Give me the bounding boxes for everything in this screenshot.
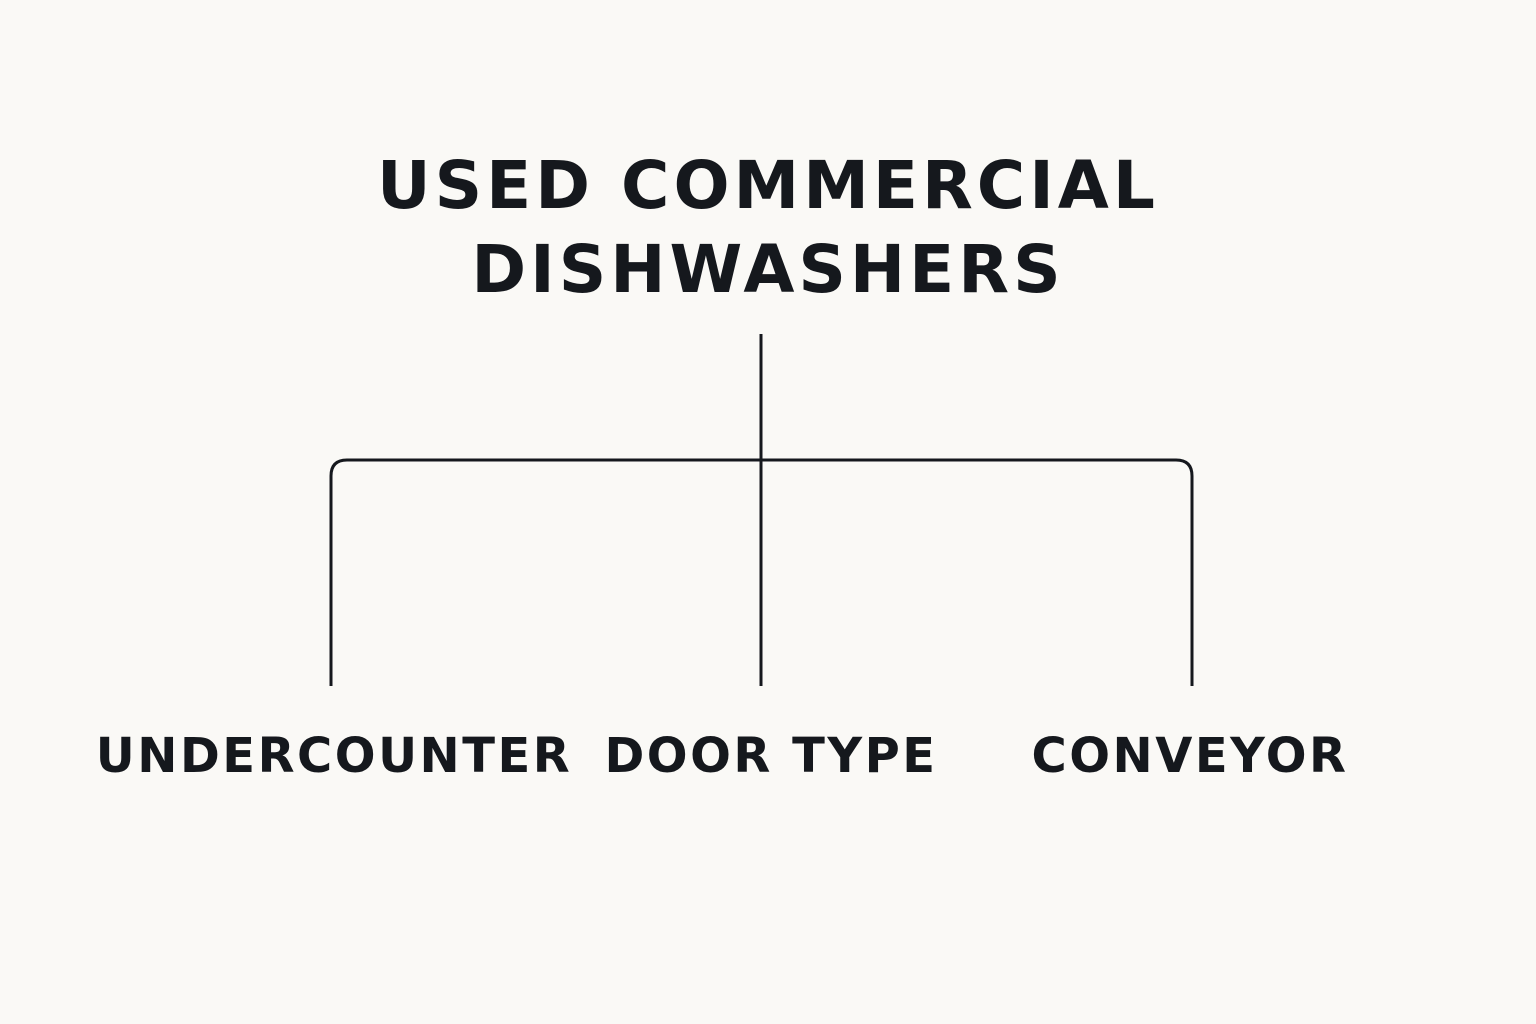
- child-node-undercounter: UNDERCOUNTER: [95, 728, 573, 784]
- root-title-line-2: DISHWASHERS: [471, 231, 1065, 308]
- child-node-door-type: DOOR TYPE: [604, 728, 938, 784]
- child-node-conveyor: CONVEYOR: [1031, 728, 1349, 784]
- root-node-title: USED COMMERCIAL DISHWASHERS: [368, 144, 1168, 312]
- root-title-line-1: USED COMMERCIAL: [377, 147, 1159, 224]
- connector-branch-bar: [329, 458, 1194, 686]
